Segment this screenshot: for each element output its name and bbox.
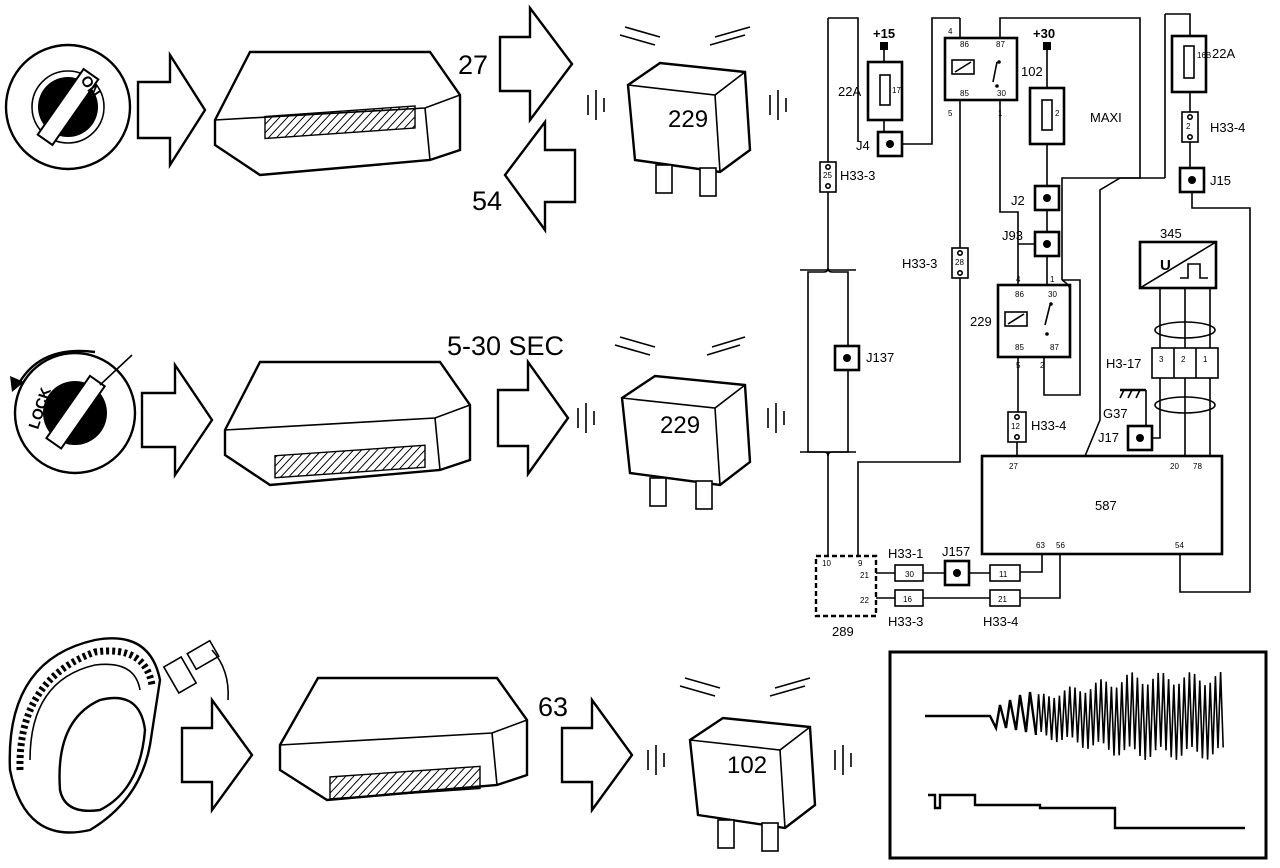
module-289: [814, 554, 878, 618]
arrow-1a-icon: [136, 50, 207, 170]
h33-3-label-a: H33-3: [840, 168, 875, 183]
h3-17-pin-1: 1: [1203, 355, 1208, 364]
sensor-probe-icon: [162, 639, 229, 701]
relay-229-row2-icon: 229: [577, 336, 785, 510]
fuse-22a-left-no: 17: [892, 86, 901, 95]
j4-label: J4: [856, 138, 870, 153]
r229-t2: 2: [1040, 361, 1045, 370]
ecu-pin-54: 54: [1175, 541, 1184, 550]
ecu-pin-63: 63: [1036, 541, 1045, 550]
h33-4-pin-12: 12: [1011, 422, 1020, 431]
fuse-22a-right-label: 22A: [1212, 46, 1235, 61]
r102-p86: 86: [960, 40, 969, 49]
h33-4-pin-11: 11: [999, 570, 1008, 579]
ecu-587-label: 587: [1095, 498, 1117, 513]
signal-63-label: 63: [538, 692, 568, 722]
r102-p87: 87: [996, 40, 1005, 49]
arrow-27-icon: [498, 4, 574, 124]
h33-3-label-b: H33-3: [902, 256, 937, 271]
row-3: 63 102: [8, 637, 1268, 860]
h3-17-label: H3-17: [1106, 356, 1141, 371]
module-289-label: 289: [832, 624, 854, 639]
ignition-switch-lock-icon: LOCK: [10, 349, 137, 475]
j157-label: J157: [942, 544, 970, 559]
j137-label: J137: [866, 350, 894, 365]
signal-5-30-sec-label: 5-30 SEC: [447, 331, 564, 361]
r229-p30: 30: [1048, 290, 1057, 299]
ground-g37-icon: [1119, 388, 1147, 426]
relay-229-icon: 229: [587, 26, 787, 197]
r229-p85: 85: [1015, 343, 1024, 352]
j17-label: J17: [1098, 430, 1119, 445]
h33-4-label-c: H33-4: [983, 614, 1018, 629]
signal-27-label: 27: [458, 50, 488, 80]
arrow-3a-icon: [180, 696, 254, 814]
g37-label: G37: [1103, 406, 1128, 421]
maxi-no: 2: [1055, 109, 1060, 118]
relay-102-row3-label: 102: [727, 752, 767, 779]
r229-p87: 87: [1050, 343, 1059, 352]
h33-3-pin-16: 16: [903, 595, 912, 604]
ecu-587: [980, 454, 1224, 556]
maxi-label: MAXI: [1090, 110, 1122, 125]
m289-pin-21: 21: [860, 571, 869, 580]
h3-17-pin-3: 3: [1159, 355, 1164, 364]
ignition-switch-on-icon: ON: [4, 43, 132, 171]
h33-1-label: H33-1: [888, 546, 923, 561]
m289-pin-9: 9: [858, 559, 863, 568]
relay-229-row1-label: 229: [668, 106, 708, 133]
plus15-label: +15: [873, 26, 895, 41]
h33-4-pin-2: 2: [1186, 122, 1191, 131]
r102-t4: 4: [948, 27, 953, 36]
plus30-label: +30: [1033, 26, 1055, 41]
j93-label: J93: [1002, 228, 1023, 243]
h33-3-label-c: H33-3: [888, 614, 923, 629]
relay-102-icon: 102: [647, 677, 852, 852]
reluctor-wheel-sensor-icon: [8, 637, 229, 834]
h33-1-pin: 30: [905, 570, 914, 579]
relay-229-row2-label: 229: [660, 412, 700, 439]
r102-p30: 30: [997, 89, 1006, 98]
signal-54-label: 54: [472, 186, 502, 216]
ecu-pin-27: 27: [1009, 462, 1018, 471]
h33-4-label-b: H33-4: [1031, 418, 1066, 433]
arrow-54-icon: [503, 118, 577, 234]
arrow-2a-icon: [140, 361, 214, 479]
arrow-2b-icon: [496, 358, 570, 478]
r229-p86: 86: [1015, 290, 1024, 299]
ecu-pin-78: 78: [1193, 462, 1202, 471]
j15-label: J15: [1210, 173, 1231, 188]
h3-17-pin-2: 2: [1181, 355, 1186, 364]
arrow-3b-icon: [560, 696, 634, 814]
fuse-22a-right-no: 16B: [1197, 51, 1211, 60]
h33-4-pin-21: 21: [998, 595, 1007, 604]
sensor-345-label: 345: [1160, 226, 1182, 241]
ecu-pin-20: 20: [1170, 462, 1179, 471]
connector-h3-17: [1151, 347, 1219, 379]
h33-3-pin-28: 28: [955, 258, 964, 267]
wiring-schematic: +15 17 22A J4 25 H33-3 J137 4 86 87 85 3…: [800, 13, 1251, 639]
relay-102-label: 102: [1021, 64, 1043, 79]
ecu-icon-2: [223, 360, 472, 487]
r102-p85: 85: [960, 89, 969, 98]
row-1: ON 27 54 229: [4, 4, 787, 234]
r229-t4: 4: [1016, 275, 1021, 284]
sensor-u-label: U: [1160, 257, 1171, 274]
h33-3-pin-25: 25: [823, 171, 832, 180]
ecu-pin-56: 56: [1056, 541, 1065, 550]
fuse-22a-left-label: 22A: [838, 84, 861, 99]
ecu-icon-3: [278, 676, 529, 802]
r102-t5: 5: [948, 109, 953, 118]
j2-label: J2: [1011, 193, 1025, 208]
row-2: LOCK 5-30 SEC 229: [10, 331, 785, 510]
oscilloscope-trace: [888, 650, 1268, 860]
ecu-icon: [213, 50, 462, 177]
m289-pin-10: 10: [822, 559, 831, 568]
r229-t1: 1: [1050, 275, 1055, 284]
relay-229-label: 229: [970, 314, 992, 329]
h33-4-label-a: H33-4: [1210, 120, 1245, 135]
m289-pin-22: 22: [860, 596, 869, 605]
